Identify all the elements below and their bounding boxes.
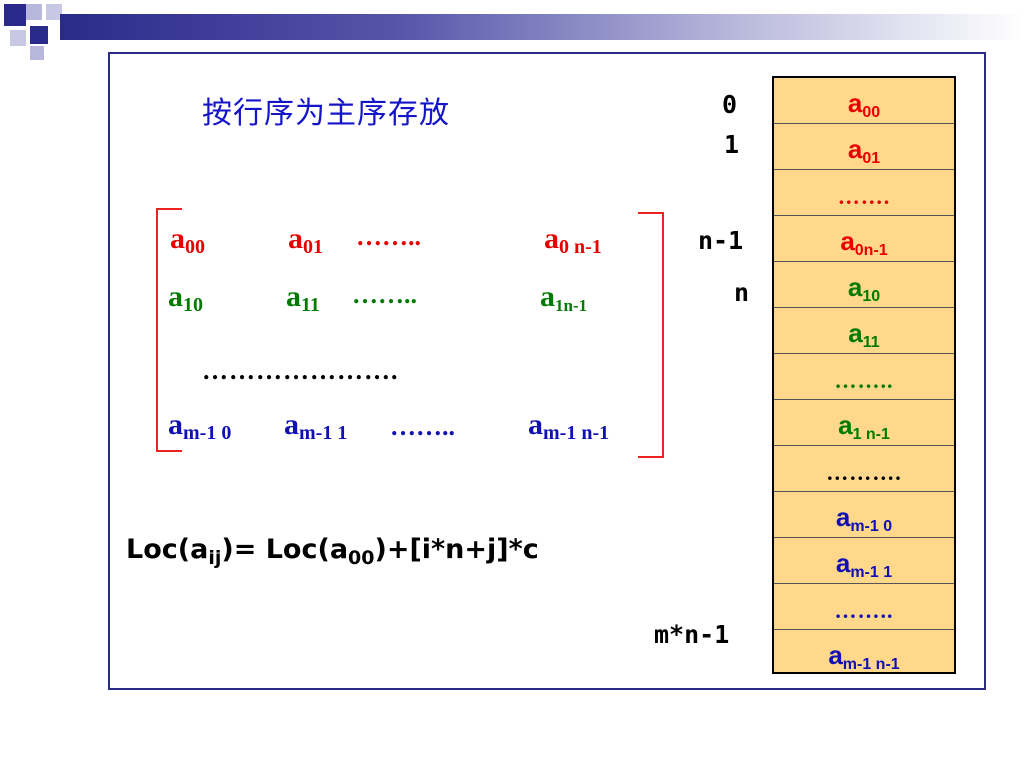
decor-square-2 [26,4,42,20]
memory-cell-am-1-n-1: am-1 n-1 [828,640,900,673]
index-1: 1 [724,130,740,159]
header-gradient-bar [60,14,1024,40]
address-formula: Loc(aij)= Loc(a00)+[i*n+j]*c [126,534,539,569]
memory-cell-a11: a11 [774,308,954,354]
memory-cell-a00: a00 [774,78,954,124]
matrix-middle-dots: …………………. [202,356,399,385]
decor-square-1 [4,4,26,26]
matrix-left-bracket [156,208,182,452]
decor-square-5 [30,26,48,44]
slide-heading: 按行序为主序存放 [202,96,450,131]
decor-square-3 [46,4,62,20]
matrix-a1n-1: a1n-1 [540,280,588,315]
matrix-a11: a11 [286,280,320,316]
memory-cell-rowm-dots: …….. [774,584,954,630]
decor-square-6 [30,46,44,60]
memory-cell-a1n-1: a1 n-1 [774,400,954,446]
memory-cell-row0-dots: ……. [774,170,954,216]
matrix-row0-dots: …….. [356,222,421,251]
matrix-rowm-dots: …….. [390,412,455,441]
decor-square-4 [10,30,26,46]
memory-column: a00 a01 ……. a0n-1 a10 a11 …….. a1 n-1 ……… [772,76,956,674]
index-n-1: n-1 [698,226,744,255]
matrix-row1-dots: …….. [352,280,417,309]
index-n: n [734,278,750,307]
content-frame [108,52,986,690]
matrix-a00: a00 [170,222,205,258]
memory-cell-a01: a01 [774,124,954,170]
matrix-a10: a10 [168,280,203,316]
matrix-am-1-1: am-1 1 [284,408,348,444]
matrix-am-1-n-1: am-1 n-1 [528,408,610,444]
index-0: 0 [722,90,738,119]
matrix-am-1-0: am-1 0 [168,408,232,444]
memory-cell-a0n-1: a0n-1 [774,216,954,262]
memory-cell-row1-dots: …….. [774,354,954,400]
memory-cell-am-1-1: am-1 1 [774,538,954,584]
index-mn-1: m*n-1 [654,620,730,649]
memory-cell-am-1-0: am-1 0 [774,492,954,538]
matrix-a01: a01 [288,222,323,258]
memory-cell-middle-dots: ………. [774,446,954,492]
matrix-a0n-1: a0 n-1 [544,222,602,258]
matrix-right-bracket [638,212,664,458]
memory-cell-a10: a10 [774,262,954,308]
